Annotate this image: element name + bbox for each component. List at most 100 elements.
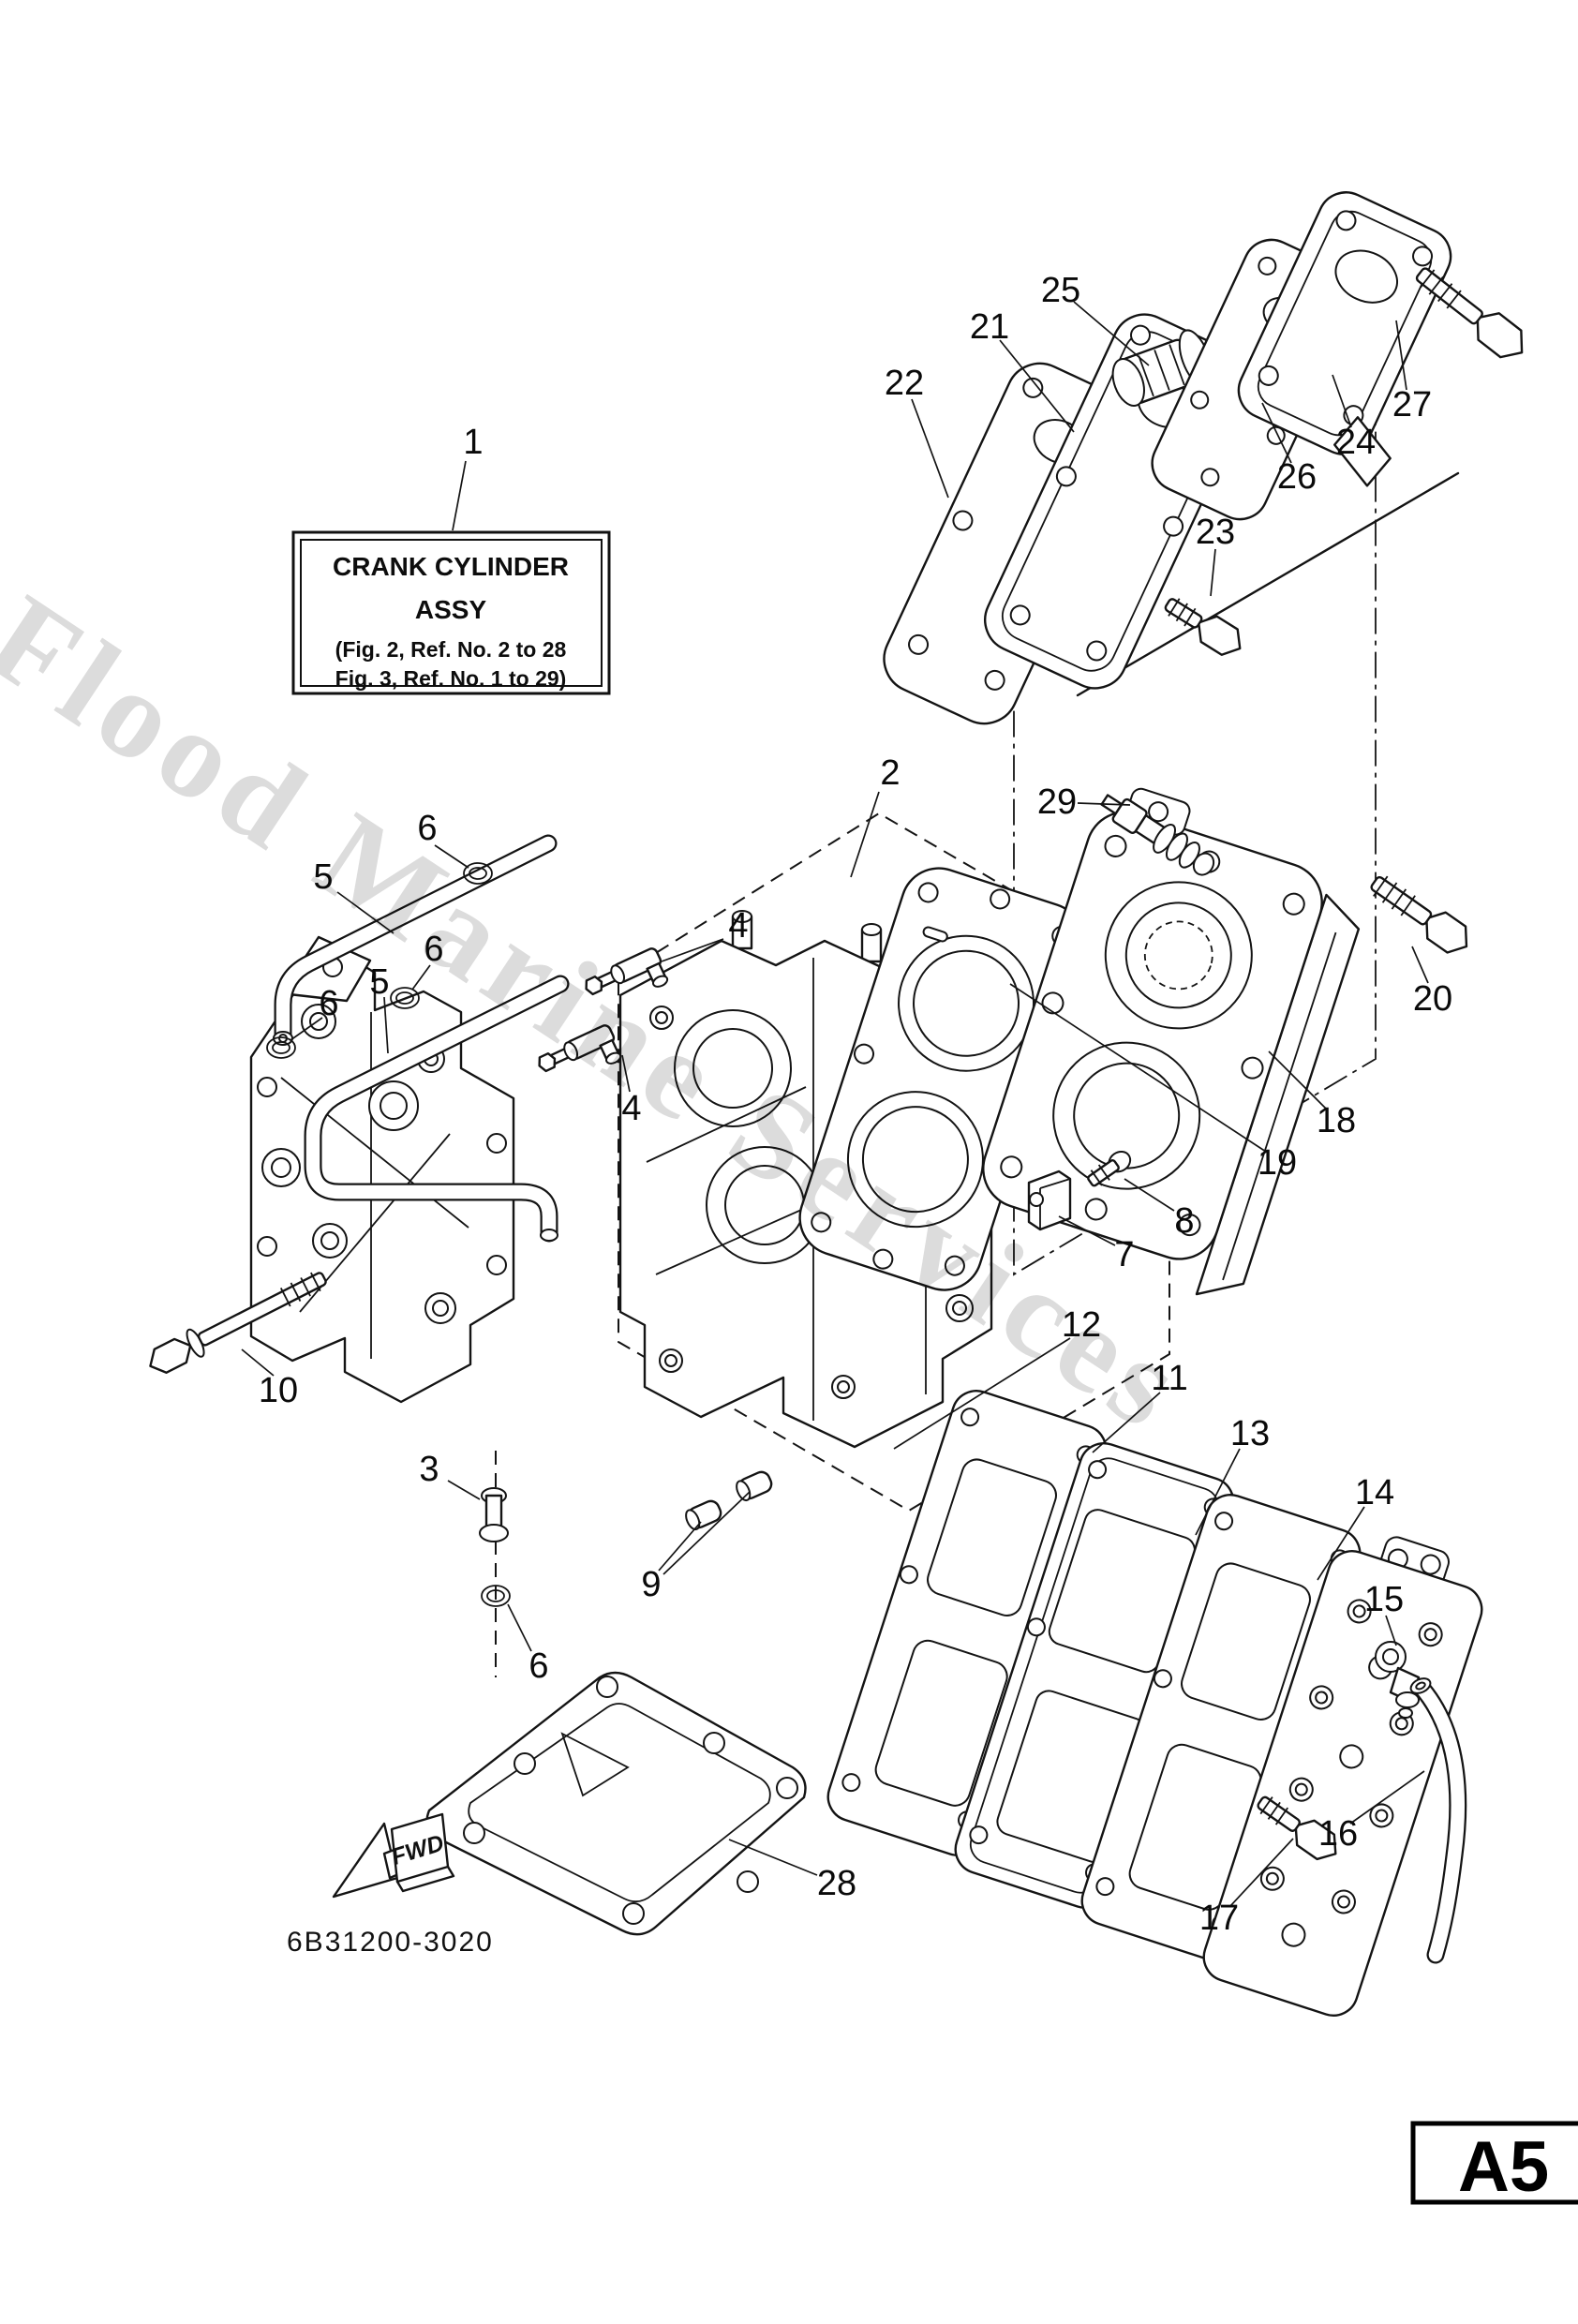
- callout-9: 9: [641, 1565, 661, 1604]
- leader-line-19: [1010, 984, 1266, 1152]
- leader-line-18: [1269, 1051, 1327, 1110]
- part-gasket-12: [822, 1384, 1112, 1861]
- part-oring-6-c: [267, 1037, 295, 1058]
- leader-line-24: [1332, 375, 1351, 427]
- callout-8: 8: [1174, 1201, 1194, 1241]
- callout-23: 23: [1196, 513, 1235, 552]
- assembly-label-line3: (Fig. 2, Ref. No. 2 to 28: [335, 637, 567, 662]
- callout-19: 19: [1258, 1143, 1297, 1183]
- leader-line-16: [1350, 1771, 1424, 1824]
- callout-28: 28: [817, 1864, 856, 1903]
- leader-line-23: [1211, 549, 1215, 596]
- part-oring-6-d: [482, 1586, 510, 1606]
- part-tube-16: [1408, 1676, 1458, 1955]
- part-bolt-27: [1409, 260, 1532, 365]
- part-cover-24: [1223, 183, 1485, 489]
- part-cylinder-head-18: [965, 778, 1379, 1307]
- part-bolt-20: [1365, 869, 1476, 960]
- callout-27: 27: [1392, 385, 1432, 425]
- part-fitting-15: [1376, 1642, 1419, 1718]
- callout-16: 16: [1318, 1814, 1358, 1854]
- leader-line-5: [337, 892, 394, 933]
- part-thermostat-25: [1106, 326, 1218, 414]
- leader-line-4: [622, 1055, 630, 1092]
- callout-6: 6: [417, 809, 437, 848]
- callout-6: 6: [528, 1646, 548, 1686]
- assembly-label-line2: ASSY: [415, 595, 487, 624]
- callout-11: 11: [1151, 1359, 1187, 1398]
- part-oring-6-a: [464, 863, 492, 884]
- callout-2: 2: [880, 753, 900, 793]
- leader-line-6: [508, 1604, 531, 1651]
- part-bolt-23: [1160, 590, 1248, 661]
- leader-line-20: [1412, 946, 1428, 983]
- leader-line-6: [290, 1018, 322, 1040]
- callout-10: 10: [259, 1371, 298, 1410]
- leader-line-12: [894, 1338, 1070, 1449]
- leader-line-4: [662, 939, 723, 961]
- leader-line-15: [1386, 1616, 1396, 1646]
- leader-line-9: [663, 1492, 750, 1574]
- leader-line-26: [1262, 403, 1291, 463]
- leader-line-17: [1230, 1839, 1293, 1906]
- part-pipe-5-lower: [313, 984, 560, 1241]
- assembly-label-line4: Fig. 3, Ref. No. 1 to 29): [335, 666, 567, 691]
- callout-17: 17: [1199, 1899, 1239, 1938]
- leader-line-11: [1093, 1393, 1160, 1452]
- leader-line-28: [729, 1840, 817, 1875]
- callout-13: 13: [1230, 1414, 1270, 1453]
- callout-7: 7: [1114, 1235, 1134, 1274]
- callout-18: 18: [1317, 1101, 1356, 1140]
- callout-3: 3: [419, 1450, 439, 1489]
- fwd-arrow-icon: FWD: [334, 1814, 454, 1897]
- leader-line-6: [435, 845, 469, 868]
- leader-line-5: [384, 997, 388, 1053]
- callout-21: 21: [970, 307, 1009, 347]
- callout-15: 15: [1364, 1580, 1404, 1619]
- page-code-box: A5: [1413, 2123, 1578, 2207]
- callout-22: 22: [885, 364, 924, 403]
- leader-line-13: [1196, 1449, 1240, 1535]
- part-head-gasket-19: [790, 858, 1093, 1300]
- leader-line-7: [1059, 1216, 1115, 1245]
- part-oring-6-b: [391, 988, 419, 1008]
- callout-29: 29: [1037, 782, 1077, 822]
- leader-line-3: [448, 1481, 480, 1499]
- leader-line-1: [453, 461, 466, 530]
- leader-line-29: [1078, 803, 1130, 805]
- part-fitting-4-upper: [582, 946, 670, 1015]
- callout-6: 6: [424, 930, 443, 969]
- drawing-number: 6B31200-3020: [287, 1927, 494, 1958]
- assembly-label-line1: CRANK CYLINDER: [333, 552, 569, 581]
- leader-line-8: [1124, 1179, 1174, 1211]
- leader-line-27: [1396, 320, 1407, 390]
- callout-4: 4: [621, 1089, 641, 1128]
- callout-1: 1: [463, 423, 483, 462]
- callout-26: 26: [1277, 457, 1317, 497]
- callout-20: 20: [1413, 979, 1452, 1019]
- part-bolt-10: [143, 1264, 331, 1379]
- part-bolt-8: [1085, 1148, 1134, 1190]
- part-bolt-17: [1252, 1789, 1345, 1866]
- callout-5: 5: [369, 962, 389, 1002]
- callout-14: 14: [1355, 1473, 1394, 1512]
- callout-24: 24: [1336, 423, 1376, 462]
- part-gasket-28: [427, 1673, 806, 1934]
- part-anode-7: [1029, 1171, 1070, 1229]
- part-gasket-13: [1076, 1488, 1366, 1965]
- part-dowel-pins-9: [683, 1469, 774, 1531]
- callout-12: 12: [1062, 1305, 1101, 1345]
- leader-line-6: [412, 965, 430, 990]
- leader-line-14: [1317, 1507, 1364, 1580]
- leader-line-21: [1000, 340, 1074, 432]
- leader-line-25: [1074, 302, 1149, 365]
- part-cover-14: [1198, 1520, 1496, 2022]
- part-bolt-3: [480, 1488, 508, 1542]
- callout-4: 4: [728, 906, 748, 946]
- part-spark-plug-29: [1096, 786, 1221, 883]
- callout-25: 25: [1041, 271, 1080, 310]
- callout-5: 5: [313, 857, 333, 897]
